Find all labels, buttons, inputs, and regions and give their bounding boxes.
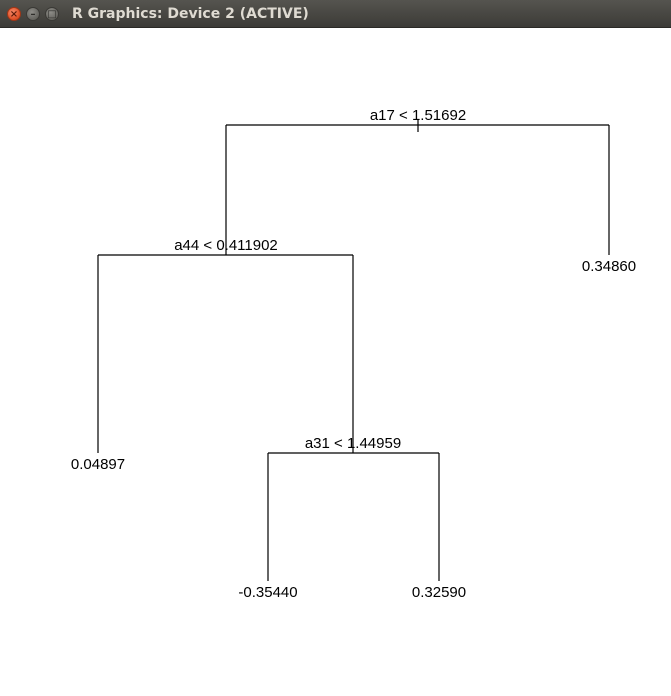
split-label-n2: a31 < 1.44959 bbox=[305, 435, 401, 452]
minimize-icon[interactable]: – bbox=[26, 7, 40, 21]
regression-tree-plot: a17 < 1.51692 a44 < 0.411902 0.34860 0.0489… bbox=[71, 107, 636, 601]
title-bar[interactable]: × – □ R Graphics: Device 2 (ACTIVE) bbox=[0, 0, 671, 28]
leaf-label-leaf_a: 0.04897 bbox=[71, 456, 125, 473]
plot-canvas: a17 < 1.51692 a44 < 0.411902 0.34860 0.0489… bbox=[0, 28, 671, 696]
maximize-icon[interactable]: □ bbox=[45, 7, 59, 21]
leaf-label-leaf_c: 0.32590 bbox=[412, 584, 466, 601]
split-label-root: a17 < 1.51692 bbox=[370, 107, 466, 124]
leaf-label-leaf_right: 0.34860 bbox=[582, 258, 636, 275]
split-label-n1: a44 < 0.411902 bbox=[174, 237, 278, 254]
close-icon[interactable]: × bbox=[7, 7, 21, 21]
leaf-label-leaf_b: -0.35440 bbox=[238, 584, 297, 601]
window-title: R Graphics: Device 2 (ACTIVE) bbox=[72, 6, 309, 22]
